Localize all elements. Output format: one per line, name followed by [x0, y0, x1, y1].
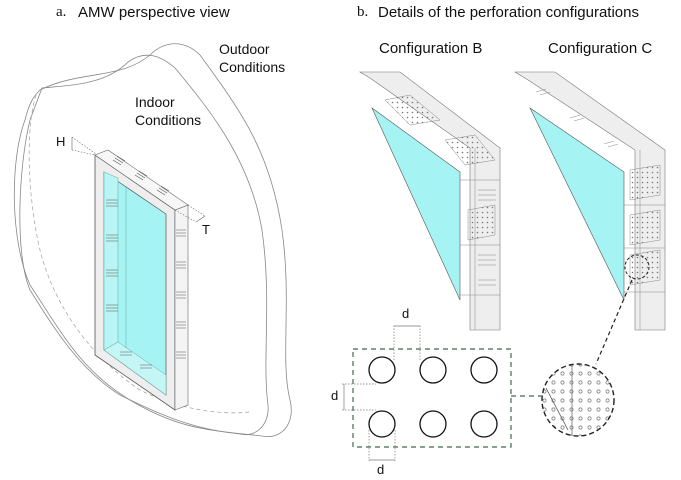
panel-b-title: Details of the perforation configuration… — [378, 4, 639, 21]
panel-a-prefix: a. — [56, 4, 67, 20]
outdoor-boundary — [13, 43, 292, 438]
perforation-hole — [470, 410, 498, 438]
perforation-hole — [368, 356, 396, 384]
configuration-b-label: Configuration B — [379, 40, 483, 57]
panel-b-prefix: b. — [357, 4, 369, 20]
indoor-conditions-label: Indoor Conditions — [135, 93, 201, 129]
outdoor-line-1: Outdoor — [219, 41, 270, 57]
height-dimension — [71, 136, 97, 156]
spacing-dimension-top-label: d — [402, 306, 410, 321]
spacing-dimension-bottom — [368, 430, 396, 461]
outdoor-conditions-label: Outdoor Conditions — [219, 40, 285, 76]
indoor-boundary-hidden — [28, 94, 251, 414]
perforation-zoom — [541, 363, 615, 437]
thickness-dimension-label: T — [202, 222, 210, 237]
perforation-detail-box — [352, 348, 546, 448]
spacing-dimension-left-label: d — [331, 388, 339, 403]
detail-callout-circle — [624, 254, 650, 280]
configuration-c-drawing — [513, 71, 666, 331]
indoor-line-2: Conditions — [135, 112, 202, 128]
spacing-dimension-left — [342, 383, 376, 411]
perforation-hole — [419, 356, 447, 384]
perforation-hole — [368, 410, 396, 438]
perforation-hole — [419, 410, 447, 438]
configuration-c-label: Configuration C — [548, 40, 653, 57]
spacing-dimension-bottom-label: d — [377, 462, 385, 477]
indoor-line-1: Indoor — [135, 94, 175, 110]
outdoor-line-2: Conditions — [219, 59, 286, 75]
amw-window — [94, 149, 189, 411]
panel-a-title: AMW perspective view — [78, 4, 230, 21]
configuration-b-drawing — [358, 71, 501, 331]
perforation-hole — [470, 356, 498, 384]
callout-leader-line — [595, 279, 633, 365]
indoor-boundary — [19, 54, 269, 436]
height-dimension-label: H — [56, 134, 66, 149]
thickness-dimension — [174, 204, 206, 223]
spacing-dimension-top — [393, 325, 421, 360]
